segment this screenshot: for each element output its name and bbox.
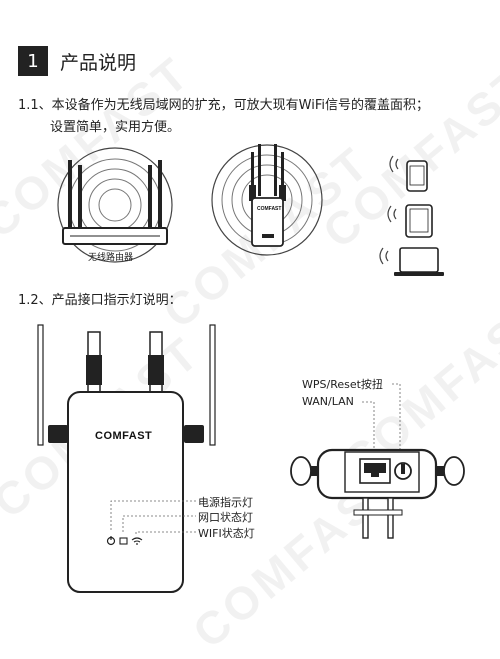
front-device-illustration [37, 324, 216, 593]
router-label: 无线路由器 [88, 253, 134, 263]
indicator-power-label: 电源指示灯 [198, 496, 253, 509]
section-title: 产品说明 [60, 51, 137, 74]
ethernet-port-icon [359, 458, 391, 484]
indicator-network-label: 网口状态灯 [198, 511, 253, 524]
indicator-wifi-label: WIFI状态灯 [198, 527, 255, 540]
intro-line-2: 设置简单，实用方便。 [50, 120, 181, 135]
network-icon [119, 537, 128, 545]
intro-line-1: 1.1、本设备作为无线局域网的扩充，可放大现有WiFi信号的覆盖面积； [18, 98, 429, 113]
interface-heading: 1.2、产品接口指示灯说明： [18, 293, 182, 308]
bottom-view-device [290, 383, 465, 539]
bottom-device-illustration [290, 383, 465, 539]
reset-button-icon [394, 462, 412, 480]
front-brand: COMFAST [95, 430, 153, 442]
router-illustration [57, 147, 173, 263]
wan-lan-label: WAN/LAN [302, 395, 354, 408]
power-icon [106, 536, 116, 546]
phone-icon [389, 155, 428, 192]
section-header: 1 产品说明 [18, 44, 136, 78]
wifi-icon [131, 537, 143, 545]
wps-reset-label: WPS/Reset按扭 [302, 378, 383, 391]
tablet-icon [387, 204, 433, 238]
extender-brand-small: COMFAST [257, 206, 282, 212]
laptop-icon [379, 247, 444, 276]
coverage-diagram [57, 144, 444, 276]
section-number: 1 [18, 46, 48, 76]
front-view-device [37, 324, 216, 593]
extender-illustration [211, 144, 323, 256]
